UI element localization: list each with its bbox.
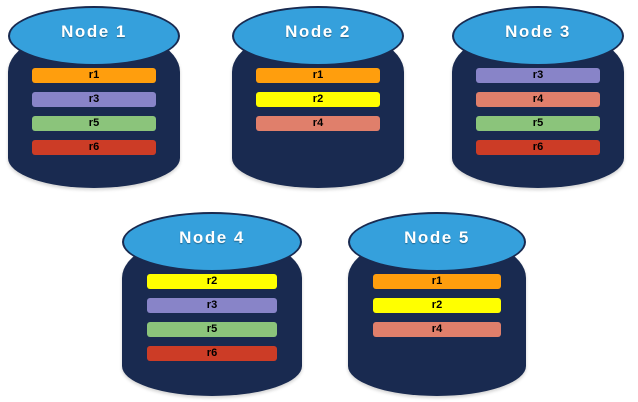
replica-bar[interactable]: r5 [476, 116, 600, 131]
cylinder-top-ellipse [452, 6, 624, 66]
replica-bar[interactable]: r2 [372, 298, 502, 313]
replica-bar[interactable]: r4 [372, 322, 502, 337]
cylinder-shape [8, 6, 180, 188]
replica-list: r1 r3 r5 r6 [32, 68, 156, 155]
replica-bar[interactable]: r1 [32, 68, 156, 83]
replica-bar[interactable]: r4 [256, 116, 380, 131]
replica-list: r1 r2 r4 [256, 68, 380, 131]
replica-bar[interactable]: r1 [372, 274, 502, 289]
replica-list: r3 r4 r5 r6 [476, 68, 600, 155]
replica-bar[interactable]: r6 [476, 140, 600, 155]
cylinder-top-ellipse [348, 212, 526, 272]
replica-list: r1 r2 r4 [372, 274, 502, 337]
replica-bar[interactable]: r5 [32, 116, 156, 131]
replica-list: r2 r3 r5 r6 [147, 274, 277, 361]
replica-bar[interactable]: r1 [256, 68, 380, 83]
node-cylinder-4[interactable]: Node 4 r2 r3 r5 r6 [122, 212, 302, 396]
replica-bar[interactable]: r6 [147, 346, 277, 361]
cylinder-top-ellipse [232, 6, 404, 66]
replica-bar[interactable]: r3 [147, 298, 277, 313]
node-cylinder-2[interactable]: Node 2 r1 r2 r4 [232, 6, 404, 188]
cylinder-shape [348, 212, 526, 396]
node-cylinder-3[interactable]: Node 3 r3 r4 r5 r6 [452, 6, 624, 188]
cylinder-shape [452, 6, 624, 188]
cylinder-shape [232, 6, 404, 188]
node-cylinder-1[interactable]: Node 1 r1 r3 r5 r6 [8, 6, 180, 188]
cylinder-top-ellipse [8, 6, 180, 66]
replica-bar[interactable]: r2 [147, 274, 277, 289]
cylinder-shape [122, 212, 302, 396]
replica-bar[interactable]: r3 [32, 92, 156, 107]
replica-bar[interactable]: r5 [147, 322, 277, 337]
replica-bar[interactable]: r2 [256, 92, 380, 107]
node-cylinder-5[interactable]: Node 5 r1 r2 r4 [348, 212, 526, 396]
replica-bar[interactable]: r4 [476, 92, 600, 107]
replica-bar[interactable]: r6 [32, 140, 156, 155]
replica-bar[interactable]: r3 [476, 68, 600, 83]
cylinder-top-ellipse [122, 212, 302, 272]
